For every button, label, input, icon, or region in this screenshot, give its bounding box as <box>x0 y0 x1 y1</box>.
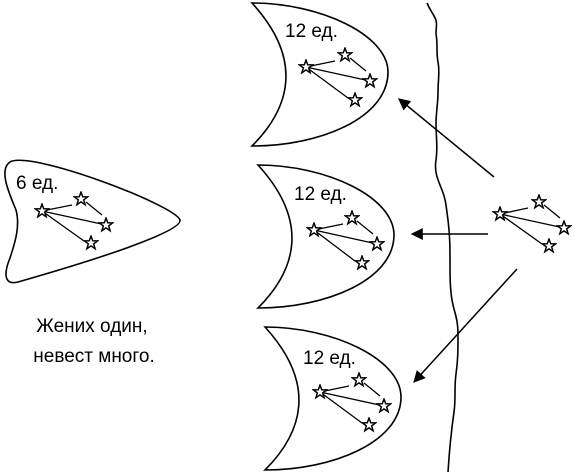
top-group-count-label: 12 ед. <box>285 21 338 42</box>
left-group-outline <box>4 159 181 284</box>
left-group-star-network <box>34 191 114 250</box>
arrow-to-top-group <box>398 98 495 178</box>
group-bottom-twelve-units: 12 ед. <box>263 326 402 471</box>
middle-group-count-label: 12 ед. <box>294 184 347 205</box>
group-top-twelve-units: 12 ед. <box>250 2 389 147</box>
star-icon <box>531 194 547 209</box>
star-icon <box>344 210 360 225</box>
star-icon <box>98 217 114 232</box>
star-icon <box>369 236 385 251</box>
top-group-crescent-outline <box>250 2 389 147</box>
star-icon <box>347 92 363 107</box>
star-icon <box>361 417 377 432</box>
star-icon <box>351 372 367 387</box>
star-icon <box>83 235 99 250</box>
arrow-to-bottom-group <box>413 268 518 383</box>
group-middle-twelve-units: 12 ед. <box>256 164 395 309</box>
bottom-group-crescent-outline <box>263 326 402 471</box>
bottom-group-star-network <box>312 372 392 432</box>
source-star-network <box>492 194 572 253</box>
star-icon <box>354 255 370 270</box>
group-left-six-units: 6 ед. <box>4 159 181 284</box>
bottom-group-count-label: 12 ед. <box>303 348 356 369</box>
caption-line-1: Жених один, <box>36 316 147 337</box>
top-group-star-network <box>298 47 378 107</box>
left-group-count-label: 6 ед. <box>16 173 58 194</box>
star-icon <box>556 220 572 235</box>
middle-group-crescent-outline <box>256 164 395 309</box>
star-icon <box>337 47 353 62</box>
star-icon <box>362 73 378 88</box>
caption-line-2: невест много. <box>33 346 154 367</box>
middle-group-star-network <box>306 210 385 270</box>
star-icon <box>376 398 392 413</box>
star-icon <box>541 238 557 253</box>
star-icon <box>73 191 89 206</box>
river-boundary-line <box>426 2 459 472</box>
